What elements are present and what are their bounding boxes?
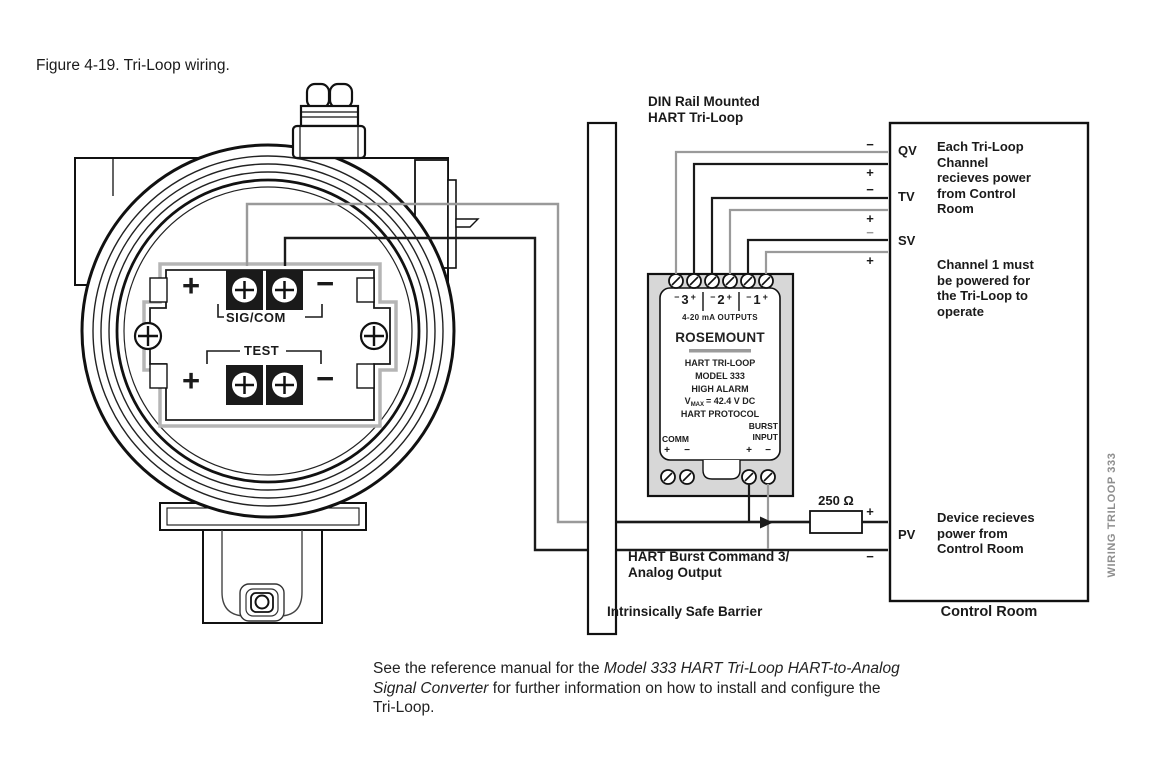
- channel-pv: PV: [898, 527, 916, 542]
- ch3-minus: −: [674, 292, 680, 302]
- wire-ch3-plus: [692, 162, 888, 274]
- top-cap: [291, 82, 367, 160]
- tri-loop-device: [646, 272, 795, 498]
- comm-minus-sign: −: [684, 445, 690, 456]
- ch3-plus: +: [690, 292, 696, 302]
- protocol-label: HART PROTOCOL: [680, 409, 760, 419]
- sig-com-terminals: [226, 270, 303, 310]
- sig-com-label: SIG/COM: [226, 310, 286, 325]
- note-device-power: Device recieves power from Control Room: [937, 510, 1035, 556]
- housing-tab: [447, 179, 457, 269]
- wire-ch1-plus: [764, 250, 888, 274]
- wire-ch3-minus: [674, 150, 888, 274]
- sight-glass: [254, 594, 270, 610]
- channel-qv: QV: [898, 143, 917, 158]
- output-wires: [674, 150, 888, 274]
- side-credit-text: WIRING TRILOOP 333: [1106, 452, 1118, 578]
- comm-label: COMM: [662, 434, 689, 444]
- terminal-platform: [149, 269, 391, 421]
- ch1-plus: +: [762, 292, 768, 302]
- comm-burst-screws: [660, 469, 776, 485]
- corner-clip: [356, 363, 375, 389]
- test-terminals: [226, 365, 303, 405]
- burst-command-label: HART Burst Command 3/ Analog Output: [628, 549, 790, 580]
- channel-tv: TV: [898, 189, 915, 204]
- qv-plus-marker: +: [866, 165, 874, 180]
- vmax-line: VMAX= 42.4 V DC: [660, 396, 780, 408]
- tv-plus-marker: +: [866, 211, 874, 226]
- wire-ch1-minus: [746, 238, 888, 274]
- resistor-label: 250 Ω: [818, 493, 854, 508]
- footer-l3: Tri-Loop.: [373, 699, 435, 716]
- terminal-label-ch2: −2+: [703, 291, 739, 309]
- din-rail-label: DIN Rail Mounted HART Tri-Loop: [648, 94, 760, 125]
- corner-clip: [149, 277, 168, 303]
- ch3-num: 3: [681, 292, 689, 307]
- footer-paragraph: See the reference manual for the Model 3…: [373, 659, 948, 718]
- ch1-minus: −: [746, 292, 752, 302]
- brand-logo: ROSEMOUNT: [675, 330, 765, 345]
- din-clip-notch: [702, 460, 741, 480]
- ch2-num: 2: [717, 292, 725, 307]
- sv-minus-marker: −: [866, 225, 874, 240]
- cover-ring-heavy: [115, 178, 421, 484]
- ch2-minus: −: [710, 292, 716, 302]
- vmax-sub: MAX: [690, 402, 705, 408]
- outputs-label: 4-20 mA OUTPUTS: [682, 313, 758, 322]
- tv-minus-marker: −: [866, 182, 874, 197]
- wire-signal-negative: [283, 236, 888, 552]
- brand-subtext-bar: [689, 349, 751, 353]
- vmax-value: = 42.4 V DC: [706, 396, 756, 406]
- ch2-plus: +: [726, 292, 732, 302]
- barrier-label: Intrinsically Safe Barrier: [607, 604, 763, 619]
- vent-flag: [455, 218, 480, 228]
- corner-clip: [356, 277, 375, 303]
- footer-l1-italic: Model 333 HART Tri-Loop HART-to-Analog: [603, 660, 900, 677]
- footer-l2-regular: for further information on how to instal…: [488, 679, 881, 697]
- signal-direction-arrow: [760, 516, 773, 529]
- test-minus-sign: −: [316, 361, 335, 396]
- test-label: TEST: [244, 343, 280, 358]
- footer-line-1: See the reference manual for the Model 3…: [373, 659, 948, 679]
- footer-line-3: Tri-Loop.: [373, 698, 948, 718]
- burst-plus-sign: +: [746, 445, 752, 456]
- pv-minus-marker: −: [866, 549, 874, 564]
- note-channel1-required: Channel 1 must be powered for the Tri-Lo…: [937, 257, 1034, 319]
- comm-plus-sign: +: [664, 445, 670, 456]
- sig-minus-sign: −: [316, 266, 335, 301]
- safe-barrier: [586, 121, 618, 636]
- burst-input-label: BURST INPUT: [748, 421, 778, 442]
- ch1-num: 1: [753, 292, 761, 307]
- footer-l2-italic: Signal Converter: [373, 679, 489, 697]
- corner-clip: [149, 363, 168, 389]
- wire-ch2-minus: [710, 196, 888, 274]
- control-room-box: [888, 121, 1090, 603]
- vmax-v: V: [684, 396, 691, 406]
- test-plus-sign: +: [182, 363, 201, 398]
- pv-plus-marker: +: [866, 504, 874, 519]
- figure-title: Figure 4-19. Tri-Loop wiring.: [36, 57, 230, 74]
- note-channel-power: Each Tri-Loop Channel recieves power fro…: [937, 139, 1031, 216]
- footer-line-2: Signal Converter for further information…: [373, 679, 948, 699]
- model-lines: HART TRI-LOOP MODEL 333 HIGH ALARM: [684, 358, 756, 394]
- footer-l1-regular: See the reference manual for the: [373, 660, 604, 677]
- sv-plus-marker: +: [866, 253, 874, 268]
- control-room-caption: Control Room: [940, 604, 1038, 620]
- resistor-250-ohm: [809, 510, 863, 534]
- terminal-label-ch3: −3+: [667, 291, 703, 309]
- sig-plus-sign: +: [182, 268, 201, 303]
- channel-sv: SV: [898, 233, 916, 248]
- wire-ch2-plus: [728, 208, 888, 274]
- terminal-label-ch1: −1+: [739, 291, 775, 309]
- qv-minus-marker: −: [866, 137, 874, 152]
- burst-minus-sign: −: [765, 445, 771, 456]
